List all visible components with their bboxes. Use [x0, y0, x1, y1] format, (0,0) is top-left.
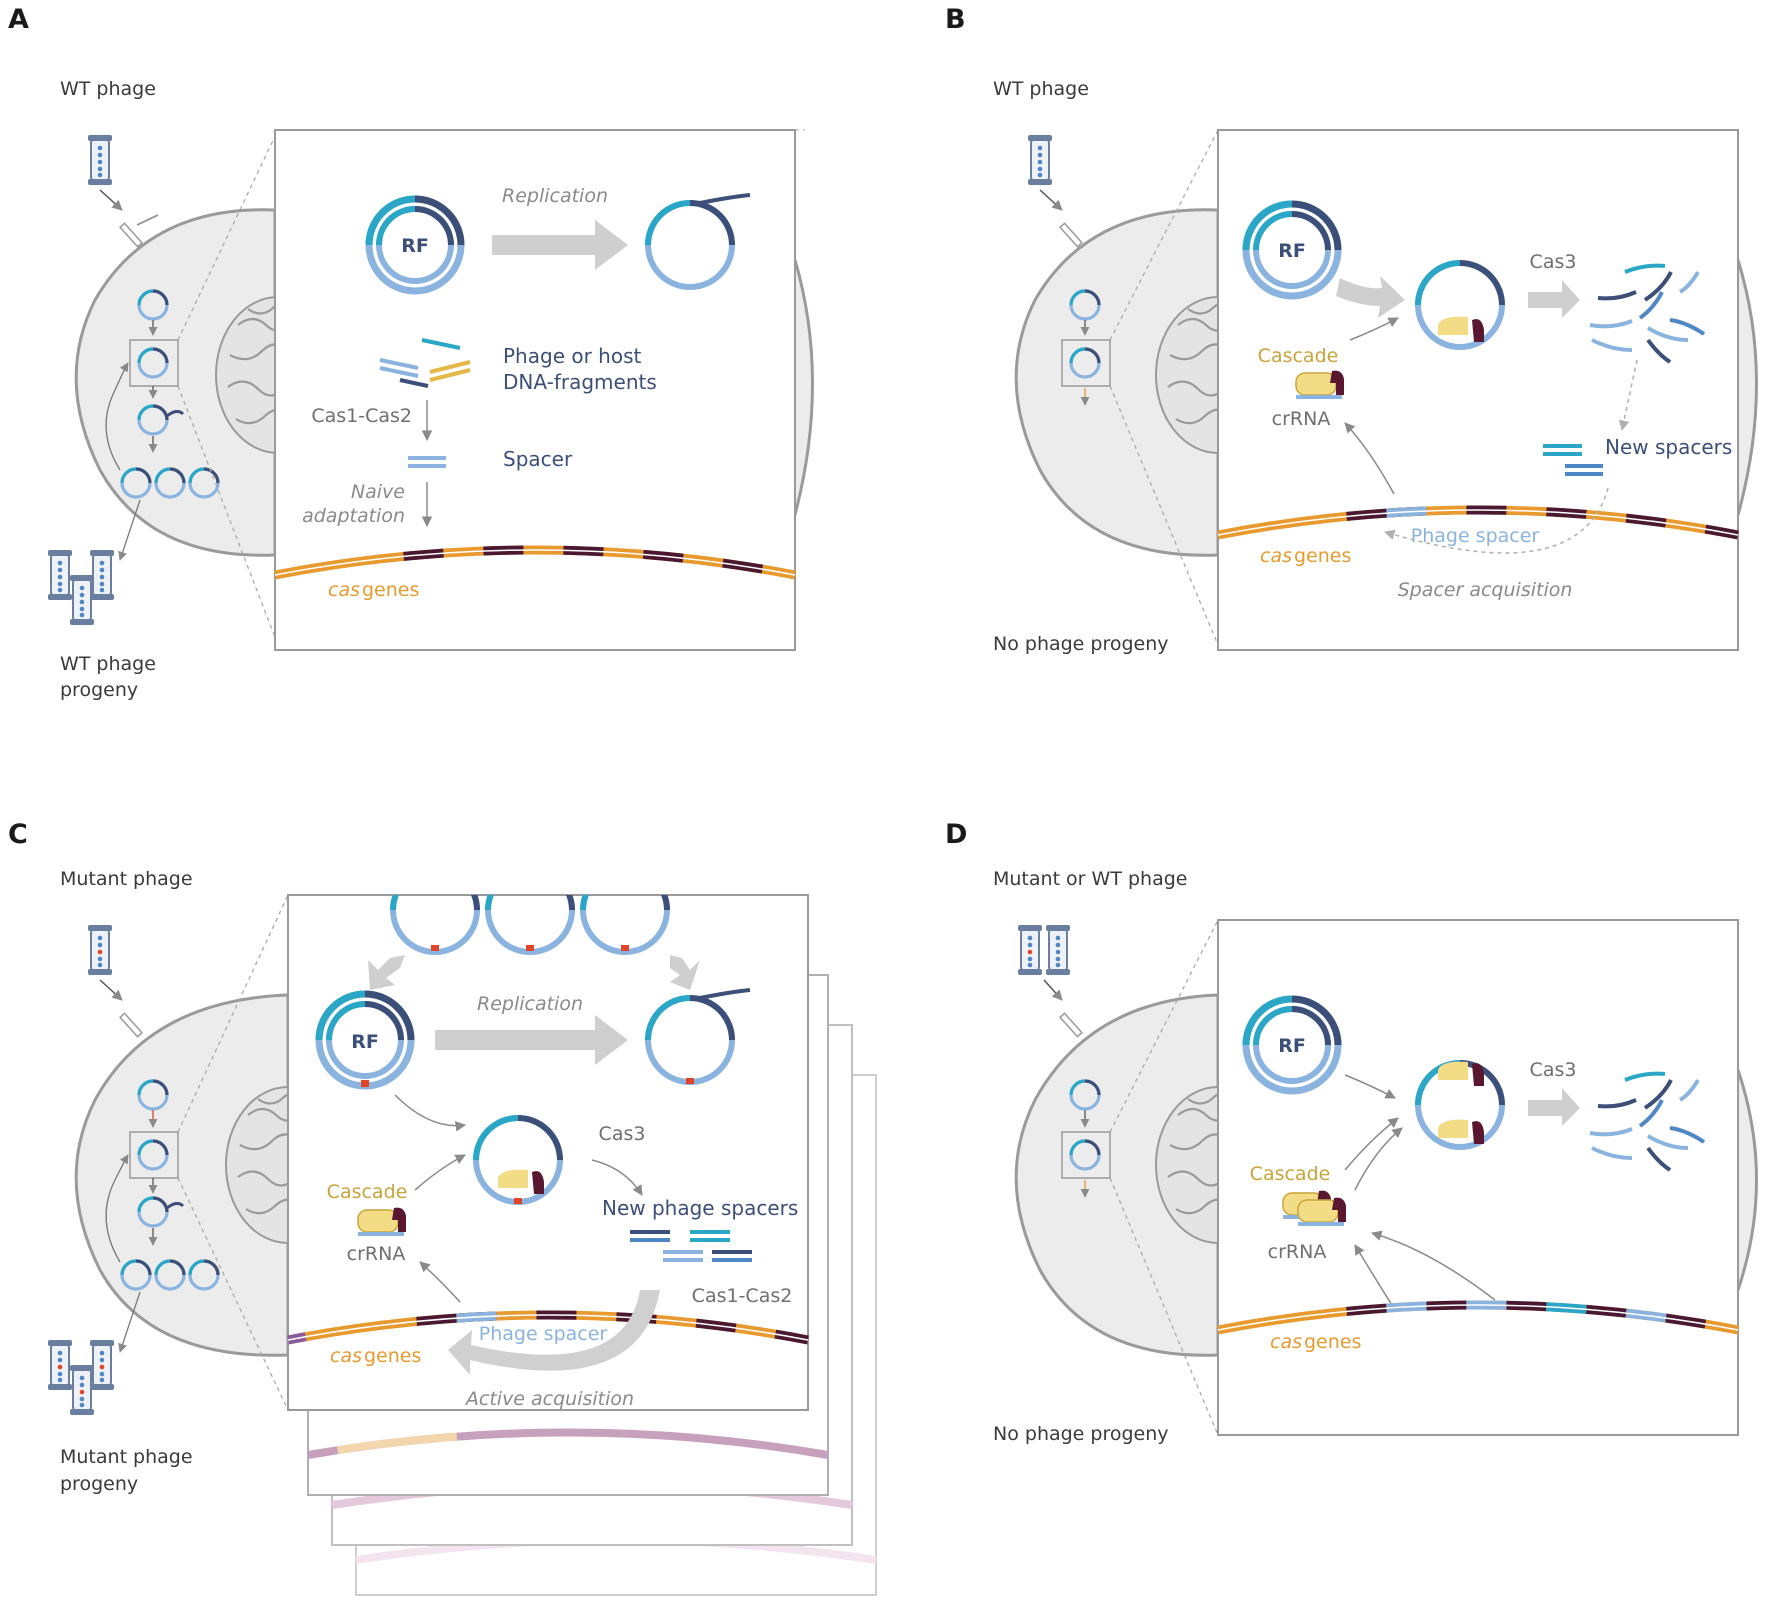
panel-d-crrna: crRNA — [1268, 1241, 1327, 1263]
degraded-dna-fragments — [1589, 263, 1706, 364]
panel-a: A WT phage WT phage progeny R — [8, 4, 814, 701]
panel-c-cascade: Cascade — [327, 1181, 408, 1203]
panel-c-phage-spacer: Phage spacer — [479, 1323, 608, 1345]
panel-d-cas-italic: cas — [1270, 1331, 1302, 1353]
crispr-array — [1217, 1300, 1739, 1335]
panel-c-cas3: Cas3 — [599, 1123, 646, 1145]
panel-c-letter: C — [8, 819, 28, 850]
panel-c-progeny-label-line2: progeny — [60, 1473, 138, 1495]
panel-d-letter: D — [945, 819, 967, 850]
panel-b-phage-label: WT phage — [993, 78, 1089, 100]
panel-b-rf: RF — [1278, 240, 1306, 262]
panel-a-replication: Replication — [502, 185, 608, 207]
panel-a-letter: A — [8, 4, 29, 35]
panel-c: C Mutant phage Mutant phage progeny — [8, 819, 877, 1596]
panel-d-rf: RF — [1278, 1035, 1306, 1057]
panel-a-naive-line1: Naive — [351, 481, 405, 503]
panel-a-progeny-label-line2: progeny — [60, 679, 138, 701]
panel-a-fragments-line1: Phage or host — [503, 344, 641, 368]
panel-a-naive-line2: adaptation — [302, 505, 405, 527]
panel-b-acquisition: Spacer acquisition — [1398, 579, 1573, 601]
panel-a-spacer: Spacer — [503, 447, 573, 471]
panel-c-crrna: crRNA — [347, 1243, 406, 1265]
panel-c-genes: genes — [364, 1345, 421, 1367]
crispr-array — [287, 1310, 809, 1345]
panel-a-cas-italic: cas — [328, 579, 360, 601]
panel-b-cas3: Cas3 — [1530, 251, 1577, 273]
panel-a-progeny-label-line1: WT phage — [60, 653, 156, 675]
panel-b-phage-spacer: Phage spacer — [1411, 525, 1540, 547]
panel-b-cascade: Cascade — [1258, 345, 1339, 367]
panel-d-progeny-label: No phage progeny — [993, 1423, 1169, 1445]
degraded-dna-fragments — [1589, 1071, 1706, 1172]
bacterial-cell — [74, 208, 277, 557]
panel-b-letter: B — [945, 4, 966, 35]
phage-particle-icon — [87, 134, 113, 186]
panel-c-phage-label: Mutant phage — [60, 868, 193, 890]
panel-d-cas3: Cas3 — [1530, 1059, 1577, 1081]
panel-b-cas-italic: cas — [1260, 545, 1292, 567]
panel-b-genes: genes — [1294, 545, 1351, 567]
replication-arrow — [492, 220, 628, 270]
crispr-array — [274, 545, 796, 580]
panel-d: D Mutant or WT phage No phage progeny RF… — [945, 819, 1758, 1445]
panel-d-genes: genes — [1304, 1331, 1361, 1353]
panel-b-new-spacers: New spacers — [1605, 435, 1732, 459]
panel-a-rf: RF — [401, 235, 429, 257]
panel-c-new-spacers: New phage spacers — [602, 1196, 798, 1220]
panel-c-cas-italic: cas — [330, 1345, 362, 1367]
active-acquisition-arrow — [448, 1290, 660, 1375]
panel-d-cascade: Cascade — [1250, 1163, 1331, 1185]
panel-a-phage-label: WT phage — [60, 78, 156, 100]
panel-b: B WT phage No phage progeny RF Cas3 — [945, 4, 1758, 655]
panel-c-replication: Replication — [477, 993, 583, 1015]
panel-d-inset — [1217, 919, 1739, 1436]
crispr-array — [1217, 505, 1739, 540]
panel-a-fragments-line2: DNA-fragments — [503, 370, 657, 394]
panel-c-progeny-label-line1: Mutant phage — [60, 1446, 193, 1468]
panel-c-acquisition: Active acquisition — [464, 1388, 634, 1410]
panel-c-rf: RF — [351, 1031, 379, 1053]
panel-c-cas12: Cas1-Cas2 — [692, 1285, 793, 1307]
panel-b-inset — [1217, 129, 1739, 651]
panel-d-phage-label: Mutant or WT phage — [993, 868, 1187, 890]
panel-b-crrna: crRNA — [1272, 408, 1331, 430]
panel-b-progeny-label: No phage progeny — [993, 633, 1169, 655]
panel-a-cas12: Cas1-Cas2 — [311, 405, 412, 427]
panel-a-genes: genes — [362, 579, 419, 601]
